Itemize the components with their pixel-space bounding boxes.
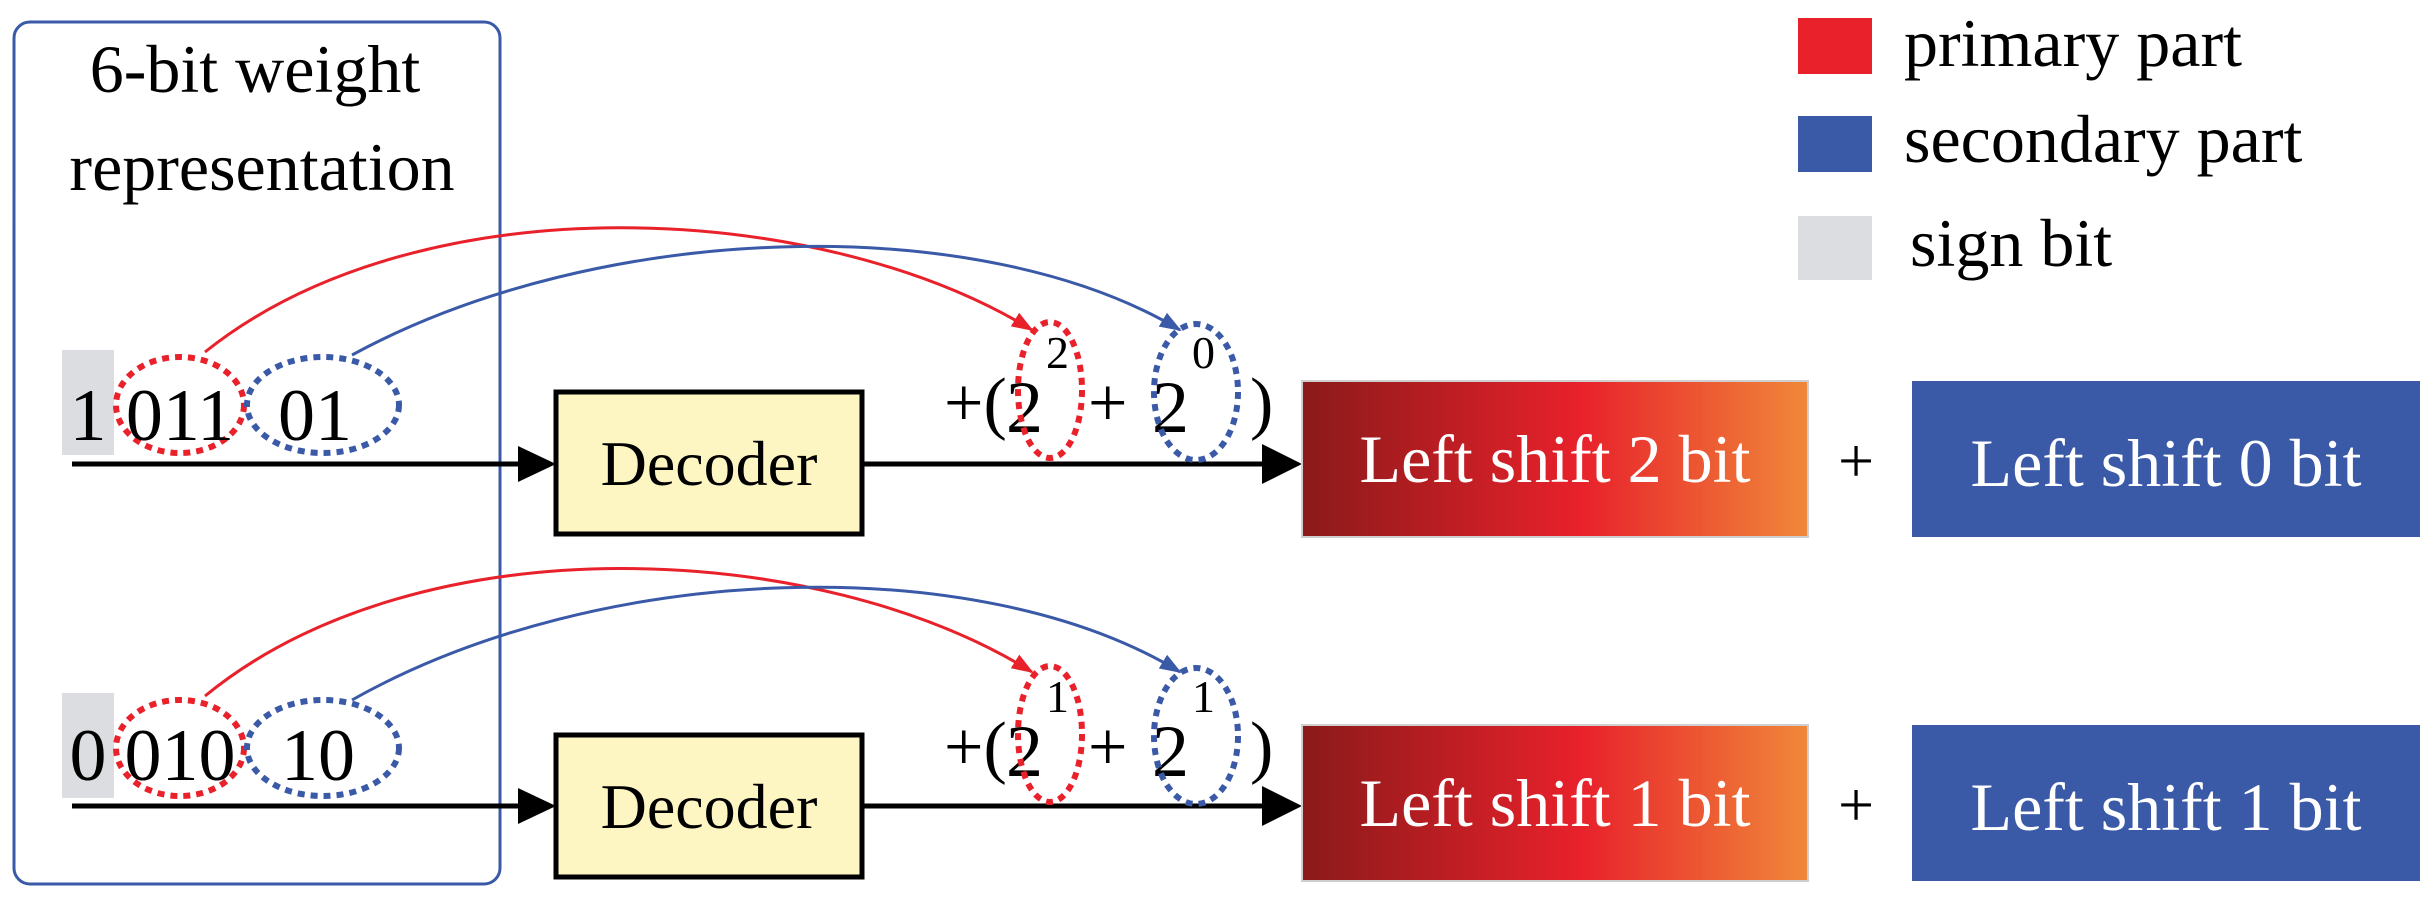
secondary-exponent-ellipse (1151, 321, 1241, 463)
secondary-bits: 01 (278, 375, 352, 457)
decoder-box (553, 389, 865, 537)
secondary-mapping-arrow (351, 585, 1182, 702)
weight-box-title-line1: 6-bit weight (90, 31, 421, 107)
decoder-box (553, 732, 865, 880)
primary-shift-label: Left shift 1 bit (1360, 765, 1751, 841)
secondary-exponent: 1 (1192, 671, 1215, 722)
legend-swatch-primary (1798, 18, 1872, 74)
secondary-mapping-arrow (351, 244, 1182, 357)
sign-bit: 1 (70, 375, 107, 457)
primary-exponent: 1 (1046, 671, 1069, 722)
primary-exponent-ellipse (1015, 319, 1085, 461)
secondary-bits: 10 (281, 715, 355, 797)
formula-plus: + (1088, 709, 1127, 786)
output-arrowhead (1262, 444, 1302, 484)
primary-exponent-ellipse (1015, 663, 1085, 805)
output-arrowhead (1262, 786, 1302, 826)
secondary-bits-ellipse (244, 354, 402, 456)
input-arrowhead (518, 446, 556, 482)
shift-plus: + (1838, 425, 1874, 496)
sign-bit-highlight (62, 693, 114, 798)
formula-suffix: ) (1250, 709, 1273, 786)
decoder-label: Decoder (601, 771, 818, 842)
secondary-shift-box (1912, 725, 2420, 881)
input-arrowhead (518, 788, 556, 824)
sign-bit-highlight (62, 350, 114, 455)
shift-plus: + (1838, 769, 1874, 840)
sign-bit: 0 (70, 715, 107, 797)
legend-swatch-secondary (1798, 116, 1872, 172)
formula-plus: + (1088, 365, 1127, 442)
formula-prefix: +( (944, 365, 1007, 442)
decoder-label: Decoder (601, 428, 818, 499)
weight-box-title-line2: representation (69, 129, 454, 205)
legend-label-secondary: secondary part (1904, 101, 2302, 177)
secondary-exponent: 0 (1192, 327, 1215, 378)
secondary-exponent-ellipse (1151, 665, 1241, 807)
weight-representation-box (12, 20, 502, 886)
primary-base: 2 (1006, 367, 1043, 449)
legend-label-sign: sign bit (1910, 205, 2112, 281)
secondary-shift-label: Left shift 1 bit (1971, 769, 2362, 845)
legend-swatch-sign (1798, 216, 1872, 280)
formula-suffix: ) (1250, 365, 1273, 442)
row-1: 1 011 01 Decoder +( 2 2 + 2 0 ) Left shi… (62, 226, 2420, 538)
primary-exponent: 2 (1046, 327, 1069, 378)
secondary-shift-box (1912, 381, 2420, 537)
secondary-bits-ellipse (244, 697, 402, 799)
primary-shift-box (1301, 724, 1809, 882)
primary-base: 2 (1006, 711, 1043, 793)
formula-prefix: +( (944, 709, 1007, 786)
primary-shift-box (1301, 380, 1809, 538)
legend-label-primary: primary part (1904, 5, 2242, 81)
primary-shift-label: Left shift 2 bit (1360, 421, 1751, 497)
primary-mapping-arrow (204, 226, 1034, 354)
row-2: 0 010 10 Decoder +( 2 1 + 2 1 ) Left shi… (62, 567, 2420, 882)
secondary-shift-label: Left shift 0 bit (1971, 425, 2362, 501)
legend: primary part secondary part sign bit (1798, 5, 2302, 281)
primary-bits: 011 (126, 375, 234, 457)
primary-mapping-arrow (204, 567, 1034, 698)
primary-bits: 010 (125, 715, 236, 797)
